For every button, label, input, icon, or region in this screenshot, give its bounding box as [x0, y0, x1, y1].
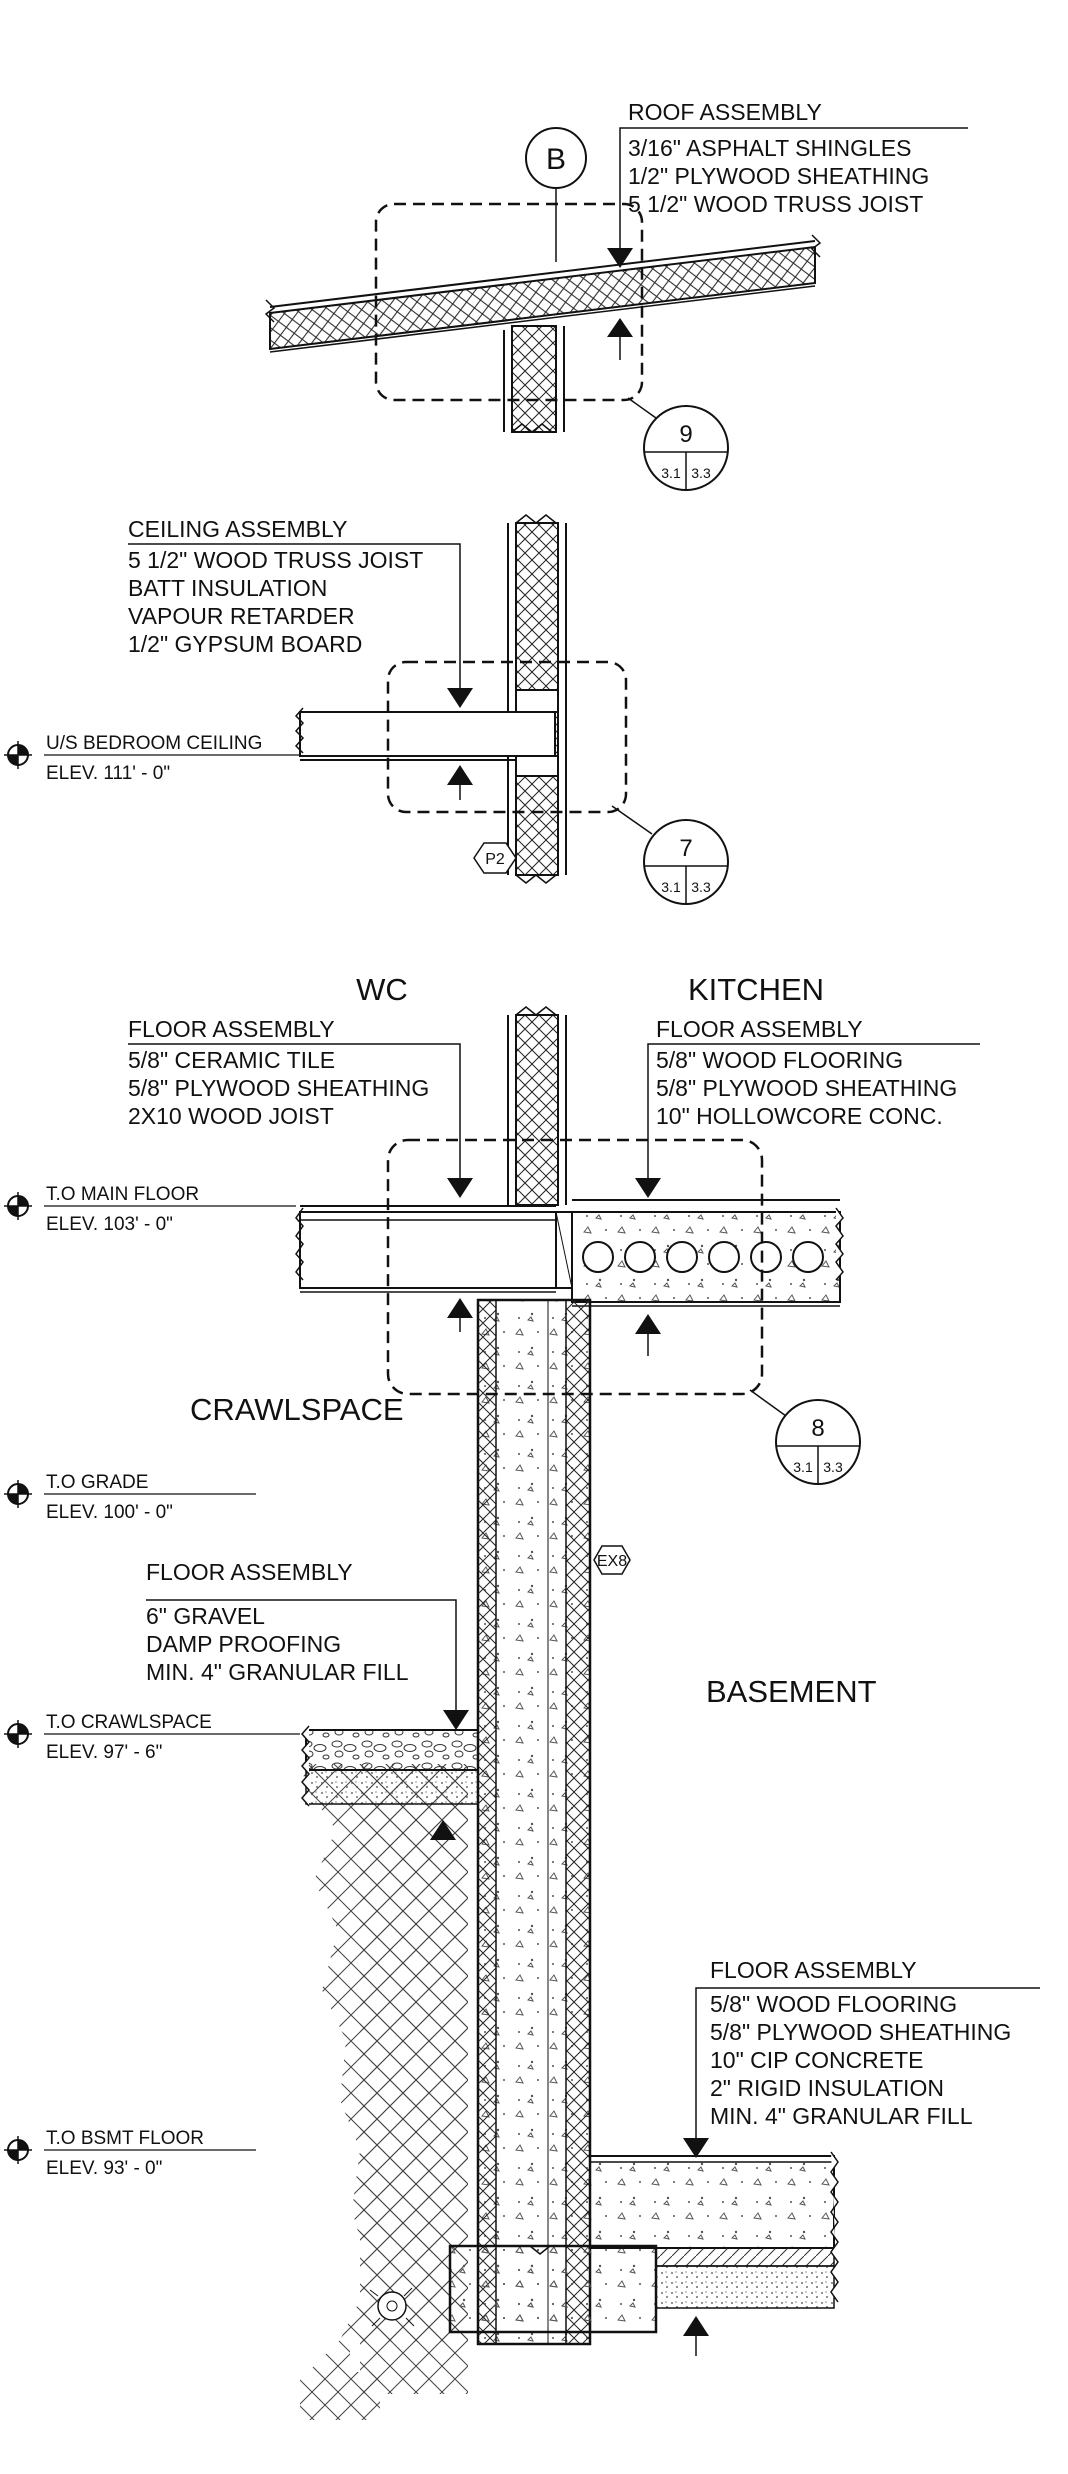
svg-text:ELEV. 100' - 0": ELEV. 100' - 0" [46, 1502, 173, 1523]
basement-concrete-slab [589, 2155, 835, 2249]
room-label-basement: BASEMENT [706, 1674, 877, 1709]
crawlspace-floor-line: MIN. 4" GRANULAR FILL [146, 1659, 409, 1685]
roof-top-arrow [607, 248, 633, 268]
room-label-wc: WC [356, 972, 408, 1007]
basement-floor-line: MIN. 4" GRANULAR FILL [710, 2103, 973, 2129]
wc-floor-line: 5/8" PLYWOOD SHEATHING [128, 1075, 429, 1101]
room-label-kitchen: KITCHEN [688, 972, 824, 1007]
basement-floor-bottom-arrow [683, 2316, 709, 2336]
level-marker-basement-floor: T.O BSMT FLOOR ELEV. 93' - 0" [4, 2128, 256, 2179]
ceiling-detail: CEILING ASSEMBLY 5 1/2" WOOD TRUSS JOIST… [4, 514, 729, 905]
wc-floor-title: FLOOR ASSEMBLY [128, 1016, 335, 1042]
svg-text:ELEV. 111' - 0": ELEV. 111' - 0" [46, 763, 170, 784]
level-marker-crawlspace: T.O CRAWLSPACE ELEV. 97' - 6" [4, 1712, 300, 1763]
roof-assembly-line: 1/2" PLYWOOD SHEATHING [628, 163, 929, 189]
detail-callout-9: 9 3.1 3.3 [643, 405, 729, 491]
ceiling-assembly-line: 1/2" GYPSUM BOARD [128, 631, 362, 657]
basement-floor-title: FLOOR ASSEMBLY [710, 1957, 917, 1983]
ceiling-assembly-line: 5 1/2" WOOD TRUSS JOIST [128, 547, 423, 573]
svg-text:EX8: EX8 [597, 1553, 627, 1570]
section-marker-label: B [546, 143, 566, 176]
svg-text:T.O GRADE: T.O GRADE [46, 1472, 148, 1493]
svg-text:3.3: 3.3 [823, 1459, 843, 1475]
ceiling-assembly-title: CEILING ASSEMBLY [128, 516, 347, 542]
roof-detail: B ROOF ASSEMBLY 3/16" ASPHALT SHINGLES 1… [264, 99, 968, 491]
roof-detail-boundary [374, 202, 644, 402]
ceiling-top-arrow [447, 688, 473, 708]
ceiling-detail-boundary [386, 660, 628, 814]
crawlspace-floor-top-arrow [443, 1710, 469, 1730]
foundation-footing [448, 2244, 658, 2334]
svg-text:ELEV. 97' - 6": ELEV. 97' - 6" [46, 1742, 162, 1763]
room-label-crawlspace: CRAWLSPACE [190, 1392, 404, 1427]
wc-floor-joist [299, 1211, 557, 1289]
roof-assembly-line: 5 1/2" WOOD TRUSS JOIST [628, 191, 923, 217]
crawlspace-floor-line: 6" GRAVEL [146, 1603, 265, 1629]
kitchen-floor-line: 5/8" WOOD FLOORING [656, 1047, 903, 1073]
partition-tag: P2 [473, 842, 517, 874]
ceiling-bottom-arrow [447, 765, 473, 785]
svg-text:3.3: 3.3 [691, 465, 711, 481]
basement-floor-line: 5/8" PLYWOOD SHEATHING [710, 2019, 1011, 2045]
kitchen-floor-bottom-arrow [635, 1314, 661, 1334]
level-marker-grade: T.O GRADE ELEV. 100' - 0" [4, 1472, 256, 1523]
level-marker-main-floor: T.O MAIN FLOOR ELEV. 103' - 0" [4, 1184, 296, 1235]
basement-floor-line: 2" RIGID INSULATION [710, 2075, 944, 2101]
kitchen-floor-top-arrow [635, 1178, 661, 1198]
wc-floor-bottom-arrow [447, 1298, 473, 1318]
svg-text:U/S BEDROOM CEILING: U/S BEDROOM CEILING [46, 733, 262, 754]
wc-floor-line: 2X10 WOOD JOIST [128, 1103, 334, 1129]
svg-text:7: 7 [679, 835, 692, 862]
crawlspace-floor-bottom-arrow [430, 1820, 456, 1840]
basement-floor-line: 10" CIP CONCRETE [710, 2047, 924, 2073]
ceiling-assembly-line: VAPOUR RETARDER [128, 603, 355, 629]
foundation-detail: WC KITCHEN FLOOR ASSEMBLY 5/8" CERAMIC T… [4, 972, 1040, 2420]
kitchen-floor-title: FLOOR ASSEMBLY [656, 1016, 863, 1042]
basement-granular-fill [655, 2265, 835, 2309]
roof-assembly-line: 3/16" ASPHALT SHINGLES [628, 135, 911, 161]
wc-floor-top-arrow [447, 1178, 473, 1198]
svg-text:8: 8 [811, 1415, 824, 1442]
wc-floor-line: 5/8" CERAMIC TILE [128, 1047, 335, 1073]
svg-text:3.3: 3.3 [691, 879, 711, 895]
drainage-stone [369, 2287, 415, 2327]
basement-floor-line: 5/8" WOOD FLOORING [710, 1991, 957, 2017]
level-marker-bedroom-ceiling: U/S BEDROOM CEILING ELEV. 111' - 0" [4, 733, 300, 784]
crawlspace-floor-line: DAMP PROOFING [146, 1631, 341, 1657]
svg-text:3.1: 3.1 [661, 465, 681, 481]
ceiling-assembly-line: BATT INSULATION [128, 575, 327, 601]
detail-callout-8: 8 3.1 3.3 [775, 1399, 861, 1485]
roof-assembly-section [269, 245, 816, 351]
kitchen-floor-line: 5/8" PLYWOOD SHEATHING [656, 1075, 957, 1101]
svg-text:ELEV. 93' - 0": ELEV. 93' - 0" [46, 2158, 162, 2179]
roof-assembly-title: ROOF ASSEMBLY [628, 99, 822, 125]
svg-text:T.O CRAWLSPACE: T.O CRAWLSPACE [46, 1712, 212, 1733]
basement-floor-top-arrow [683, 2138, 709, 2158]
main-floor-wall-section [515, 1014, 559, 1206]
kitchen-floor-line: 10" HOLLOWCORE CONC. [656, 1103, 943, 1129]
crawlspace-granular-fill [305, 1769, 479, 1805]
foundation-wall-insulation [477, 1299, 497, 2345]
svg-text:3.1: 3.1 [793, 1459, 813, 1475]
detail-callout-7: 7 3.1 3.3 [643, 819, 729, 905]
svg-text:T.O BSMT FLOOR: T.O BSMT FLOOR [46, 2128, 204, 2149]
svg-text:9: 9 [679, 421, 692, 448]
upper-wall-section [511, 325, 557, 433]
svg-text:3.1: 3.1 [661, 879, 681, 895]
svg-text:P2: P2 [485, 851, 505, 868]
svg-text:ELEV. 103' - 0": ELEV. 103' - 0" [46, 1214, 173, 1235]
wall-type-tag: EX8 [593, 1545, 631, 1575]
svg-text:T.O MAIN FLOOR: T.O MAIN FLOOR [46, 1184, 199, 1205]
crawlspace-gravel-layer [305, 1729, 479, 1771]
ceiling-joist [299, 711, 556, 757]
basement-rigid-insulation [655, 2247, 835, 2267]
roof-bottom-arrow [607, 318, 633, 337]
crawlspace-floor-title: FLOOR ASSEMBLY [146, 1559, 353, 1585]
